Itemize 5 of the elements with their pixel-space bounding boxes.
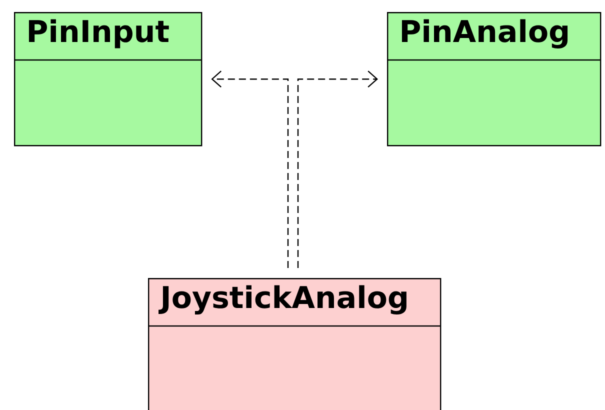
dependency-arrow <box>211 70 289 268</box>
class-box: PinAnalog <box>387 12 602 146</box>
class-box: JoystickAnalog <box>148 278 442 410</box>
dependency-arrow <box>297 70 378 268</box>
class-box: PinInput <box>14 12 202 146</box>
